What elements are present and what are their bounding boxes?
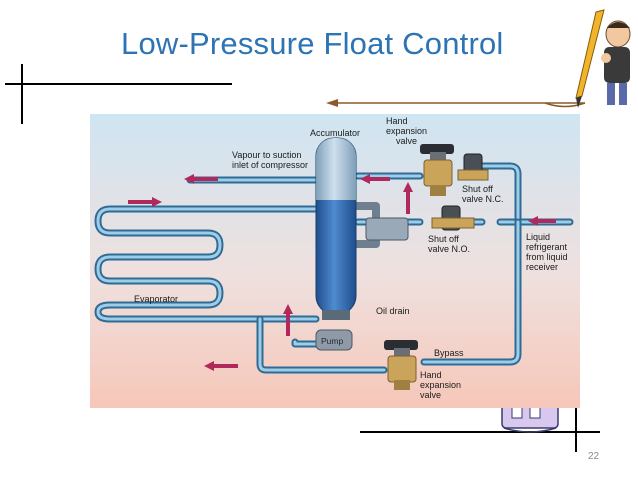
- hand-expansion-valve-bottom: [384, 340, 418, 390]
- shut-off-valve-nc: [457, 153, 489, 181]
- label-shut-off-nc: Shut off valve N.C.: [462, 184, 504, 204]
- corner-cross-top-left: [5, 64, 232, 124]
- label-hand-expansion-bottom: Hand expansion valve: [420, 370, 464, 400]
- pen-figure-icon: [575, 9, 631, 108]
- pointer-arrow: [326, 99, 586, 108]
- float-control-diagram: Accumulator Hand expansion valve Vapour …: [90, 114, 580, 408]
- label-shut-off-no: Shut off valve N.O.: [428, 234, 470, 254]
- flow-arrow-vapour: [184, 174, 218, 184]
- label-liquid-refrigerant: Liquid refrigerant from liquid receiver: [526, 232, 570, 272]
- flow-arrow-return-left: [204, 361, 238, 371]
- label-vapour-to-suction: Vapour to suction inlet of compressor: [232, 150, 308, 170]
- label-oil-drain: Oil drain: [376, 306, 410, 316]
- slide-title: Low-Pressure Float Control: [121, 26, 504, 61]
- label-accumulator: Accumulator: [310, 128, 360, 138]
- page-number: 22: [588, 451, 600, 462]
- flow-arrow-left-accum: [360, 174, 390, 184]
- shut-off-valve-no: [431, 205, 475, 231]
- label-bypass: Bypass: [434, 348, 464, 358]
- accumulator-vessel: [315, 137, 357, 320]
- flow-arrow-liquid-in: [528, 216, 556, 226]
- flow-arrows: [128, 174, 556, 371]
- pump: [315, 329, 353, 351]
- label-evaporator: Evaporator: [134, 294, 178, 304]
- corner-cross-bottom-right: [360, 404, 600, 452]
- float-chamber: [365, 217, 409, 241]
- label-hand-expansion-top: Hand expansion valve: [386, 116, 430, 146]
- label-pump: Pump: [321, 336, 343, 346]
- flow-arrow-up-right: [403, 182, 413, 214]
- hand-expansion-valve-top: [420, 144, 454, 196]
- flow-arrow-up-left: [283, 304, 293, 336]
- flow-arrow-evaporator: [128, 197, 162, 207]
